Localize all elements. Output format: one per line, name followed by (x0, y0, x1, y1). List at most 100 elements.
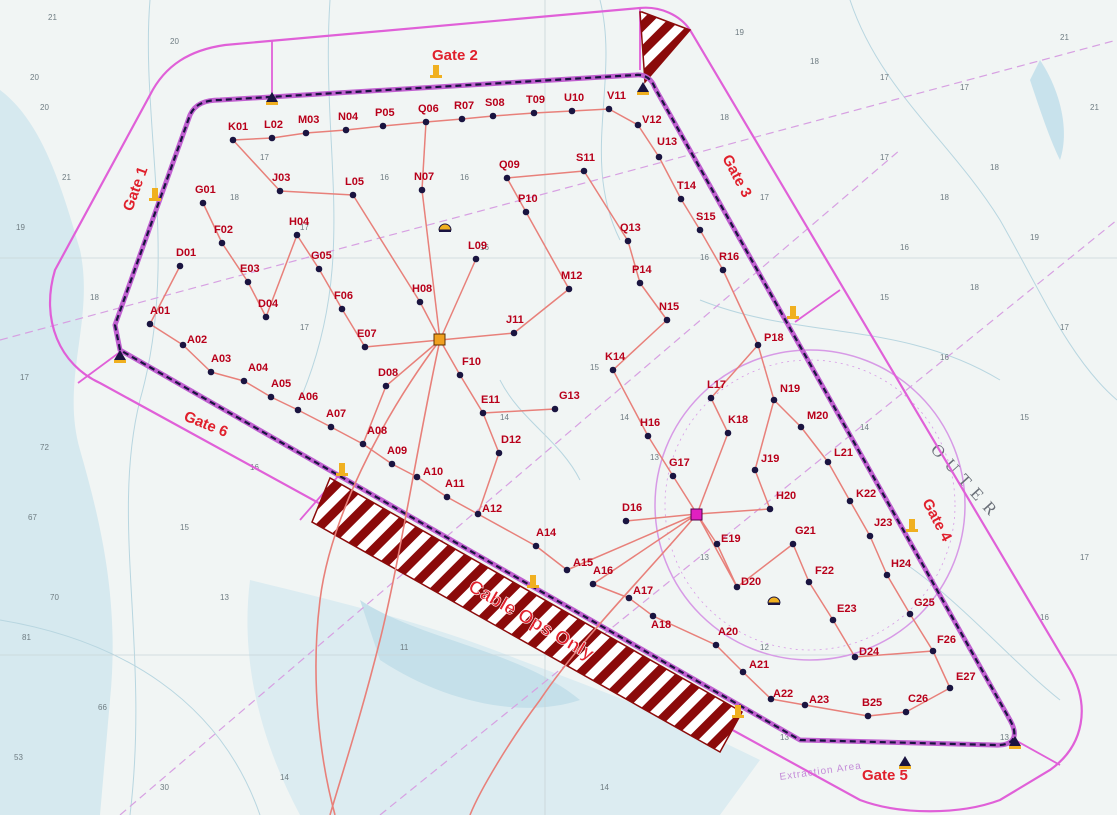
waypoint-f26[interactable]: F26 (929, 634, 956, 655)
waypoint-h20[interactable]: H20 (766, 490, 796, 513)
waypoint-h04[interactable]: H04 (289, 216, 310, 239)
waypoint-marker[interactable] (568, 107, 576, 115)
waypoint-marker[interactable] (503, 174, 511, 182)
waypoint-d12[interactable]: D12 (495, 434, 521, 457)
waypoint-marker[interactable] (349, 191, 357, 199)
cable-ops-zone[interactable] (311, 476, 744, 754)
waypoint-e19[interactable]: E19 (713, 533, 741, 548)
waypoint-marker[interactable] (315, 265, 323, 273)
waypoint-marker[interactable] (805, 578, 813, 586)
waypoint-f10[interactable]: F10 (456, 356, 481, 379)
waypoint-a12[interactable]: A12 (474, 503, 502, 518)
waypoint-c26[interactable]: C26 (902, 693, 928, 716)
waypoint-g21[interactable]: G21 (789, 525, 816, 548)
waypoint-t14[interactable]: T14 (677, 180, 697, 203)
waypoint-a02[interactable]: A02 (179, 334, 207, 349)
waypoint-m03[interactable]: M03 (298, 114, 319, 137)
waypoint-marker[interactable] (754, 341, 762, 349)
waypoint-marker[interactable] (267, 393, 275, 401)
waypoint-marker[interactable] (801, 701, 809, 709)
waypoint-e27[interactable]: E27 (946, 671, 976, 692)
waypoint-g01[interactable]: G01 (195, 184, 216, 207)
waypoint-p10[interactable]: P10 (518, 193, 538, 216)
waypoint-marker[interactable] (846, 497, 854, 505)
waypoint-marker[interactable] (179, 341, 187, 349)
waypoint-s11[interactable]: S11 (576, 152, 595, 175)
waypoint-a14[interactable]: A14 (532, 527, 557, 550)
waypoint-e11[interactable]: E11 (479, 394, 500, 417)
waypoint-d24[interactable]: D24 (851, 646, 880, 661)
waypoint-a18[interactable]: A18 (649, 612, 671, 631)
waypoint-marker[interactable] (489, 112, 497, 120)
waypoint-marker[interactable] (176, 262, 184, 270)
waypoint-v12[interactable]: V12 (634, 114, 662, 129)
waypoint-a21[interactable]: A21 (739, 659, 769, 676)
waypoint-q13[interactable]: Q13 (620, 222, 641, 245)
waypoint-marker[interactable] (609, 366, 617, 374)
waypoint-marker[interactable] (669, 472, 677, 480)
waypoint-h16[interactable]: H16 (640, 417, 660, 440)
waypoint-marker[interactable] (472, 255, 480, 263)
waypoint-marker[interactable] (276, 187, 284, 195)
waypoint-n07[interactable]: N07 (414, 171, 434, 194)
waypoint-j11[interactable]: J11 (506, 314, 524, 337)
waypoint-marker[interactable] (382, 382, 390, 390)
waypoint-marker[interactable] (677, 195, 685, 203)
waypoint-marker[interactable] (719, 266, 727, 274)
waypoint-marker[interactable] (262, 313, 270, 321)
waypoint-marker[interactable] (361, 343, 369, 351)
waypoint-n15[interactable]: N15 (659, 301, 679, 324)
waypoint-t09[interactable]: T09 (526, 94, 545, 117)
waypoint-a05[interactable]: A05 (267, 378, 291, 401)
waypoint-g13[interactable]: G13 (551, 390, 580, 413)
waypoint-f06[interactable]: F06 (334, 290, 353, 313)
waypoint-marker[interactable] (422, 118, 430, 126)
waypoint-marker[interactable] (199, 199, 207, 207)
waypoint-marker[interactable] (789, 540, 797, 548)
waypoint-marker[interactable] (724, 429, 732, 437)
waypoint-a22[interactable]: A22 (767, 688, 793, 703)
waypoint-marker[interactable] (636, 279, 644, 287)
waypoint-marker[interactable] (563, 566, 571, 574)
waypoint-marker[interactable] (713, 540, 721, 548)
waypoint-marker[interactable] (824, 458, 832, 466)
waypoint-marker[interactable] (902, 708, 910, 716)
waypoint-marker[interactable] (696, 226, 704, 234)
waypoint-h08[interactable]: H08 (412, 283, 432, 306)
waypoint-a08[interactable]: A08 (359, 425, 387, 448)
waypoint-q06[interactable]: Q06 (418, 103, 439, 126)
waypoint-p05[interactable]: P05 (375, 107, 395, 130)
waypoint-marker[interactable] (530, 109, 538, 117)
waypoint-a23[interactable]: A23 (801, 694, 829, 709)
waypoint-marker[interactable] (510, 329, 518, 337)
waypoint-marker[interactable] (229, 136, 237, 144)
waypoint-e07[interactable]: E07 (357, 328, 377, 351)
waypoint-k14[interactable]: K14 (605, 351, 626, 374)
waypoint-marker[interactable] (456, 371, 464, 379)
waypoint-d08[interactable]: D08 (378, 367, 398, 390)
waypoint-marker[interactable] (634, 121, 642, 129)
waypoint-marker[interactable] (338, 305, 346, 313)
waypoint-marker[interactable] (883, 571, 891, 579)
waypoint-marker[interactable] (342, 126, 350, 134)
waypoint-marker[interactable] (551, 405, 559, 413)
waypoint-marker[interactable] (766, 505, 774, 513)
waypoint-n04[interactable]: N04 (338, 111, 359, 134)
waypoint-marker[interactable] (605, 105, 613, 113)
waypoint-marker[interactable] (302, 129, 310, 137)
waypoint-h24[interactable]: H24 (883, 558, 912, 579)
waypoint-a03[interactable]: A03 (207, 353, 231, 376)
waypoint-a07[interactable]: A07 (326, 408, 346, 431)
waypoint-marker[interactable] (218, 239, 226, 247)
waypoint-marker[interactable] (580, 167, 588, 175)
waypoint-marker[interactable] (625, 594, 633, 602)
waypoint-marker[interactable] (207, 368, 215, 376)
waypoint-f22[interactable]: F22 (805, 565, 834, 586)
waypoint-g17[interactable]: G17 (669, 457, 690, 480)
waypoint-n19[interactable]: N19 (770, 383, 800, 404)
waypoint-l02[interactable]: L02 (264, 119, 283, 142)
waypoint-m12[interactable]: M12 (561, 270, 582, 293)
waypoint-marker[interactable] (479, 409, 487, 417)
waypoint-j03[interactable]: J03 (272, 172, 290, 195)
